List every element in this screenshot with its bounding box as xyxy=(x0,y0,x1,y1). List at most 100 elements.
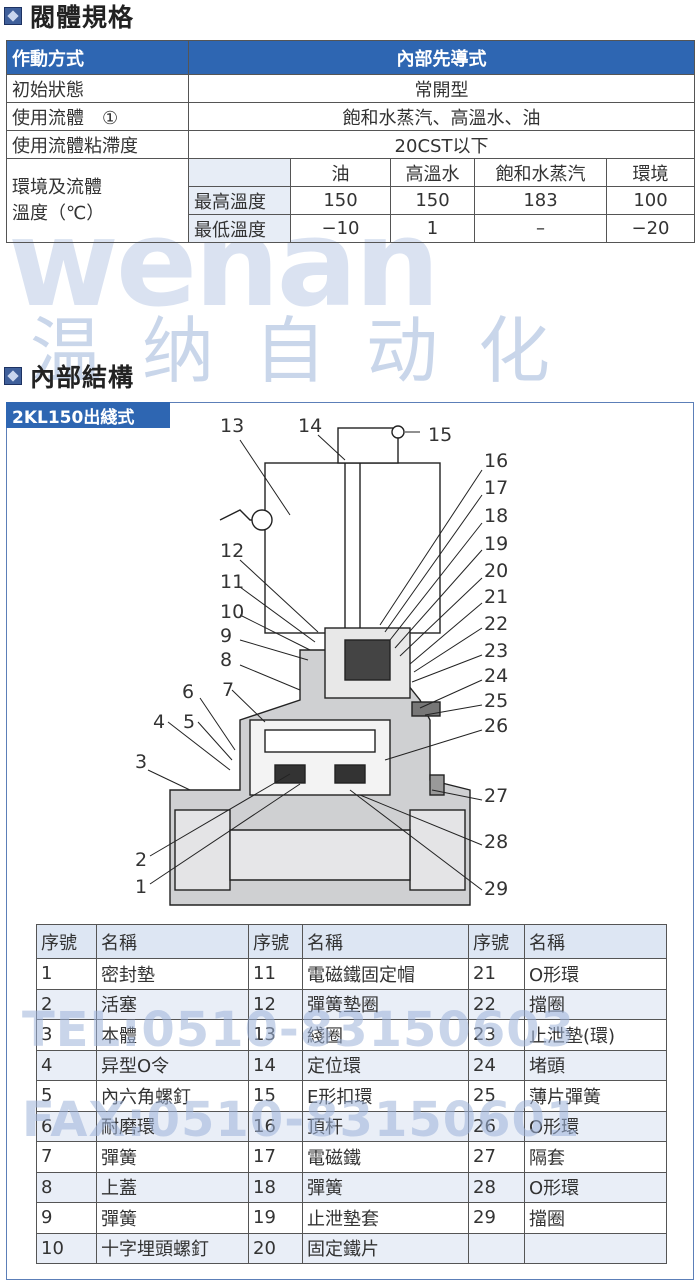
spec-label: 使用流體 ① xyxy=(6,102,189,131)
diagram-label: 26 xyxy=(484,715,508,737)
spec-label: 初始狀態 xyxy=(6,74,189,103)
spec-header-row: 作動方式 內部先導式 xyxy=(6,40,696,75)
env-min-value: – xyxy=(474,214,607,243)
plug xyxy=(411,701,441,717)
env-min-value: 1 xyxy=(390,214,475,243)
section-title: 內部結構 xyxy=(30,363,135,392)
diagram-label: 19 xyxy=(484,533,508,555)
part-no: 4 xyxy=(36,1049,97,1081)
part-name: 密封墊 xyxy=(96,958,249,990)
env-max-value: 150 xyxy=(390,186,475,215)
diagram-label: 4 xyxy=(153,711,165,733)
diagram-label: 18 xyxy=(484,505,508,527)
part-name: 綫圈 xyxy=(302,1019,469,1051)
parts-header: 序號 xyxy=(468,924,525,959)
diagram-label: 3 xyxy=(135,751,147,773)
part-no: 28 xyxy=(468,1171,525,1203)
part-no: 7 xyxy=(36,1141,97,1173)
diagram-label: 2 xyxy=(135,849,147,871)
parts-header: 名稱 xyxy=(524,924,667,959)
part-no: 20 xyxy=(248,1232,303,1264)
part-name: O形環 xyxy=(524,1171,667,1203)
part-name: 本體 xyxy=(96,1019,249,1051)
env-min-row: 最低溫度 −10 1 – −20 xyxy=(7,214,696,243)
diagram-label: 8 xyxy=(220,649,232,671)
part-no: 27 xyxy=(468,1141,525,1173)
part-no: 8 xyxy=(36,1171,97,1203)
part-no: 23 xyxy=(468,1019,525,1051)
part-no: 21 xyxy=(468,958,525,990)
diagram-label: 15 xyxy=(428,424,452,446)
part-name: 薄片彈簧 xyxy=(524,1080,667,1112)
e-clip xyxy=(391,425,405,439)
spec-row: 使用流體粘滯度 20CST以下 xyxy=(6,130,696,159)
env-header-row: 環境及流體 溫度（℃） 油 高溫水 飽和水蒸汽 環境 xyxy=(6,158,696,243)
part-no: 24 xyxy=(468,1049,525,1081)
part-no xyxy=(468,1232,525,1264)
diagram-label: 1 xyxy=(135,876,147,898)
part-no: 29 xyxy=(468,1202,525,1234)
spec-row: 初始狀態 常開型 xyxy=(6,74,696,103)
env-blank-cell xyxy=(188,158,291,187)
section-title: 閥體規格 xyxy=(30,3,135,32)
section-heading-structure: 內部結構 xyxy=(4,361,135,392)
part-name xyxy=(524,1232,667,1264)
piston xyxy=(264,729,376,753)
diagram-label: 11 xyxy=(220,571,244,593)
part-name: 頂杆 xyxy=(302,1110,469,1142)
structure-panel xyxy=(6,402,694,1280)
diagram-label: 28 xyxy=(484,831,508,853)
coil-housing xyxy=(264,462,441,634)
part-no: 22 xyxy=(468,988,525,1020)
wire-terminal xyxy=(251,509,273,531)
part-no: 25 xyxy=(468,1080,525,1112)
inlet-port xyxy=(174,809,231,891)
part-no: 19 xyxy=(248,1202,303,1234)
part-name: 彈簧 xyxy=(302,1171,469,1203)
watermark-tel: TEL:0510-83150603 xyxy=(22,1002,576,1058)
part-name: 十字埋頭螺釘 xyxy=(96,1232,249,1264)
part-no: 1 xyxy=(36,958,97,990)
part-name: E形扣環 xyxy=(302,1080,469,1112)
diagram-label: 7 xyxy=(222,679,234,701)
env-column: 飽和水蒸汽 xyxy=(474,158,607,187)
part-no: 11 xyxy=(248,958,303,990)
part-no: 10 xyxy=(36,1232,97,1264)
part-name: 彈簧 xyxy=(96,1202,249,1234)
env-label: 環境及流體 溫度（℃） xyxy=(6,158,189,243)
part-no: 16 xyxy=(248,1110,303,1142)
part-no: 6 xyxy=(36,1110,97,1142)
part-no: 13 xyxy=(248,1019,303,1051)
section-heading-spec: 閥體規格 xyxy=(4,1,135,32)
part-no: 9 xyxy=(36,1202,97,1234)
part-no: 14 xyxy=(248,1049,303,1081)
spec-table: 作動方式 內部先導式 初始狀態 常開型 使用流體 ① 飽和水蒸汽、高溫水、油 使… xyxy=(6,40,696,243)
square-bullet-icon xyxy=(4,7,22,25)
part-name: O形環 xyxy=(524,958,667,990)
part-name: 隔套 xyxy=(524,1141,667,1173)
diagram-label: 24 xyxy=(484,665,508,687)
plunger xyxy=(344,639,391,681)
parts-header: 名稱 xyxy=(302,924,469,959)
diagram-label: 27 xyxy=(484,785,508,807)
env-max-label: 最高溫度 xyxy=(188,186,291,215)
spec-label: 使用流體粘滯度 xyxy=(6,130,189,159)
diagram-label: 20 xyxy=(484,560,508,582)
part-name: 電磁鐵固定帽 xyxy=(302,958,469,990)
env-label-line2: 溫度（℃） xyxy=(12,202,105,224)
model-tag: 2KL150出綫式 xyxy=(6,402,170,428)
env-label-line1: 環境及流體 xyxy=(12,176,102,198)
diagram-label: 29 xyxy=(484,878,508,900)
spec-header-label: 作動方式 xyxy=(6,40,189,75)
outlet-port xyxy=(409,809,466,891)
diagram-label: 17 xyxy=(484,477,508,499)
diagram-label: 6 xyxy=(182,681,194,703)
part-name: 活塞 xyxy=(96,988,249,1020)
part-name: 擋圈 xyxy=(524,1202,667,1234)
